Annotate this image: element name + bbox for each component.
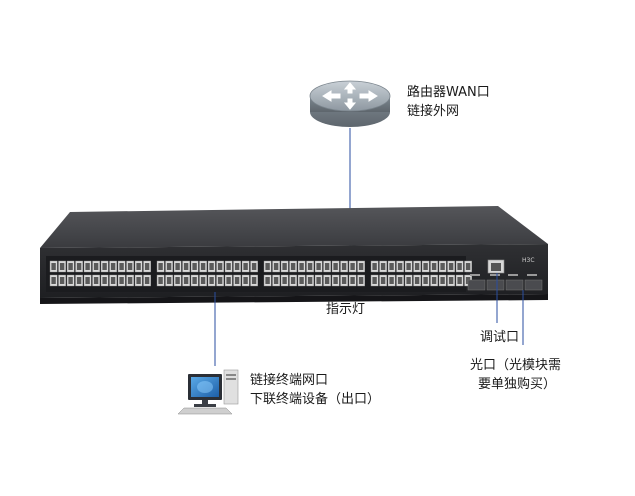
- ethernet-ports: [49, 260, 472, 287]
- optical-port-label: 光口（光模块需: [470, 358, 562, 373]
- sfp-ports: [467, 279, 543, 291]
- console-port-label: 调试口: [480, 330, 520, 345]
- terminal-port-label: 链接终端网口: [250, 373, 329, 388]
- router-icon: [309, 80, 391, 127]
- router-external-label: 链接外网: [407, 104, 460, 119]
- indicator-label: 指示灯: [326, 302, 366, 317]
- router-wan-label: 路由器WAN口: [407, 85, 490, 100]
- computer-icon: [177, 369, 239, 415]
- optical-port-note: 要单独购买）: [478, 377, 557, 392]
- terminal-device-label: 下联终端设备（出口）: [250, 392, 381, 407]
- brand-logo: H3C: [522, 257, 535, 264]
- network-switch: H3C: [40, 206, 548, 304]
